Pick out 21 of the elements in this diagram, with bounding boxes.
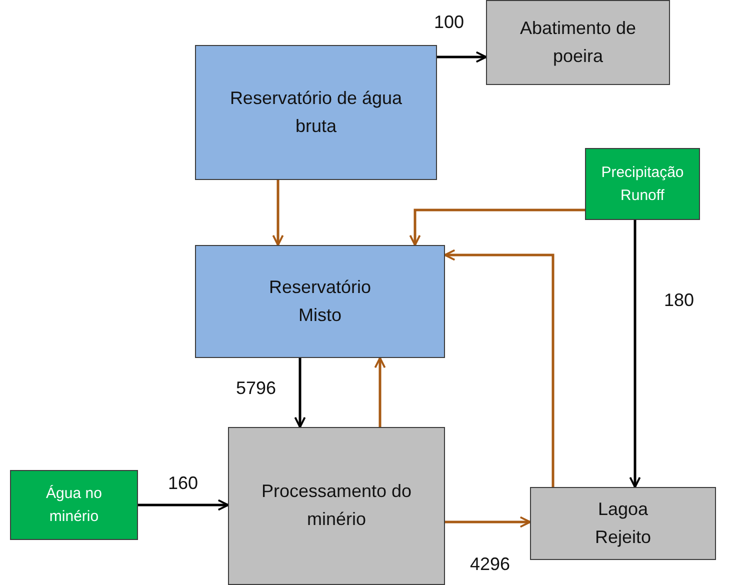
arrow	[409, 208, 585, 246]
arrow	[138, 499, 229, 511]
process-box: Água no minério	[10, 470, 138, 540]
process-box: Reservatório Misto	[195, 245, 445, 358]
arrow	[374, 357, 386, 427]
process-box: Lagoa Rejeito	[530, 487, 716, 560]
arrow	[272, 180, 284, 246]
arrow	[445, 516, 531, 528]
arrow	[437, 51, 487, 63]
edge-label: 160	[168, 473, 198, 494]
edge-label: 180	[664, 290, 694, 311]
edge-label: 100	[434, 12, 464, 33]
arrow	[629, 220, 641, 488]
process-box: Abatimento de poeira	[486, 0, 670, 85]
arrow	[444, 249, 554, 487]
arrow	[294, 358, 306, 428]
process-box: Processamento do minério	[228, 427, 445, 585]
edge-label: 5796	[236, 378, 276, 399]
process-box: Reservatório de água bruta	[195, 45, 437, 180]
edge-label: 4296	[470, 554, 510, 575]
process-box: Precipitação Runoff	[585, 148, 700, 220]
